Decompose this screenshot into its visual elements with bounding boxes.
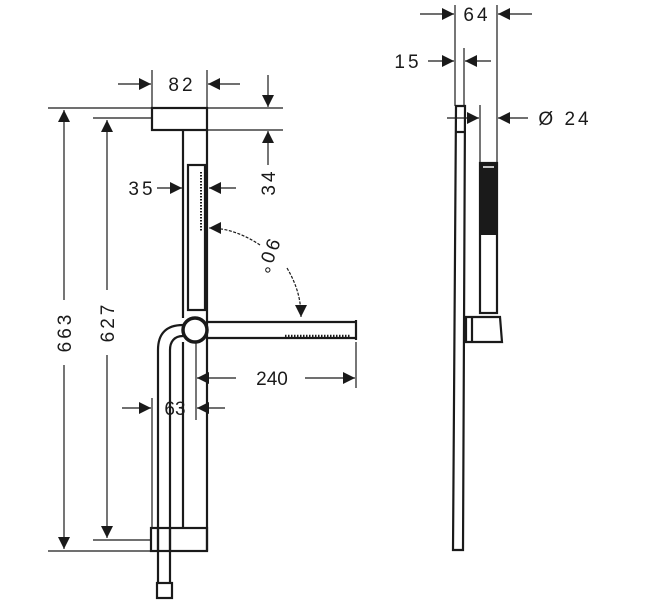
side-view: 64 15 Ø 24 [394, 5, 591, 552]
elbow-connector [181, 316, 209, 344]
hose-end [155, 581, 174, 600]
dim-35: 35 [128, 179, 155, 200]
dim-663: 663 [55, 312, 76, 353]
front-view: 663 627 82 34 35 90° 240 63 [48, 70, 358, 600]
dim-240: 240 [256, 369, 288, 390]
top-bracket [150, 106, 209, 132]
dim-34: 34 [259, 168, 280, 195]
handset-side [479, 163, 497, 235]
dim-627: 627 [98, 302, 119, 343]
dim-63: 63 [164, 399, 185, 420]
dim-82: 82 [168, 75, 195, 96]
dim-64: 64 [463, 5, 490, 26]
handset [186, 163, 207, 312]
dim-15: 15 [394, 52, 421, 73]
bottom-bracket [149, 526, 209, 553]
holder-side [464, 315, 504, 344]
rail-profile [451, 104, 467, 552]
dim-diameter-24: Ø 24 [538, 109, 591, 130]
